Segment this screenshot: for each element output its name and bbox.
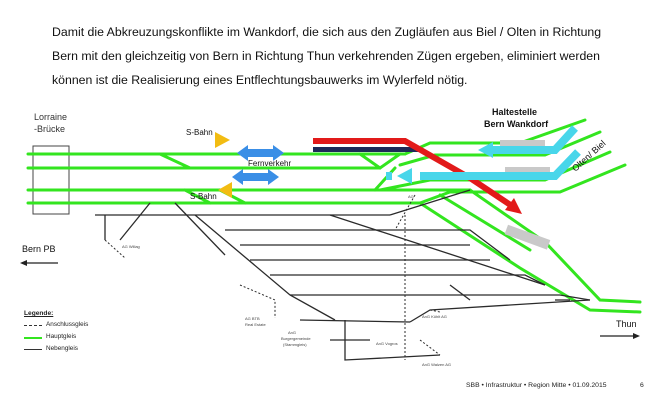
intro-line-3: können ist die Realisierung eines Entfle… [52,73,468,87]
red-arrow-head [505,198,522,214]
sbahn-arrow-top [215,132,230,148]
crossover-4 [358,152,382,170]
nebengleis-swatch [24,349,42,350]
arrow-left-icon [20,260,27,266]
label-sbahn-top: S-Bahn [186,128,213,137]
cyan-route-1 [492,125,578,154]
main-track-up-4 [418,163,627,205]
small-label-willag: AG Willag [122,244,140,249]
legend-nebengleis: Nebengleis [24,343,78,355]
small-label-real-estate: Real Estate [245,322,266,327]
thun-link-1 [438,193,532,252]
page-number: 6 [640,382,644,389]
anschlussgleis-tracks [104,194,441,360]
hauptgleis-swatch [24,337,42,339]
label-lorraine: Lorraine [34,112,68,122]
crossover-5 [378,152,402,170]
blue-arrow-2 [232,169,279,185]
small-label-burgergemeinde: Burgergemeinde [281,336,311,341]
cyan-arrow-head-2 [397,168,412,184]
platform-3 [504,224,551,250]
label-bern-wankdorf: Bern Wankdorf [484,119,549,129]
small-label-vogros: AnG Vogros [376,341,398,346]
cyan-arrow-head-1 [478,142,493,158]
small-label-walzen: AnG Walzen AG [422,362,451,367]
red-route [313,138,517,211]
label-bern-pb: Bern PB [22,244,56,254]
intro-line-1: Damit die Abkreuzungskonflikte im Wankdo… [52,25,602,39]
small-label-stammgleis: (Stammgleis) [283,342,307,347]
crossover-1 [158,152,192,170]
thun-track-1 [468,188,642,304]
cyan-route-2 [420,149,581,180]
legend-hauptgleis-label: Hauptgleis [46,333,77,340]
small-label-ag: AG [408,194,414,199]
label-haltestelle: Haltestelle [492,107,538,117]
navy-bar [313,147,421,152]
legend-hauptgleis: Hauptgleis [24,331,76,343]
small-label-ang: AnG [288,330,297,335]
platform-1 [500,140,545,150]
label-sbahn-bottom: S-Bahn [190,192,217,201]
anschlussgleis-swatch [24,325,42,326]
crossover-2 [183,188,212,205]
footer-text: SBB • Infrastruktur • Region Mitte • 01.… [466,382,607,389]
arrow-right-icon [633,333,640,339]
legend-nebengleis-label: Nebengleis [46,345,78,352]
thun-track-2 [418,201,642,314]
legend-title: Legende: [24,310,54,317]
intro-text: Damit die Abkreuzungskonflikte im Wankdo… [52,20,637,92]
sbahn-arrow-bottom [218,182,232,198]
label-fernverkehr: Fernverkehr [248,159,292,168]
label-thun: Thun [616,319,637,329]
blue-arrows [232,145,284,185]
small-label-kuehlt: AnG Kühlt AG [422,314,447,319]
nebengleis-tracks [95,189,591,361]
legend: Legende: Anschlussgleis Hauptgleis Neben… [24,310,88,355]
label-bruecke: -Brücke [34,124,66,134]
intro-line-2: Bern mit den gleichzeitig von Bern in Ri… [52,49,600,63]
crossover-6 [373,166,397,192]
cyan-dashes [386,172,392,180]
legend-anschlussgleis-label: Anschlussgleis [46,321,89,328]
direction-arrows [22,262,636,337]
legend-anschlussgleis: Anschlussgleis [24,319,88,331]
blue-arrow-1 [237,145,284,161]
small-label-btb: AG BTB [245,316,260,321]
